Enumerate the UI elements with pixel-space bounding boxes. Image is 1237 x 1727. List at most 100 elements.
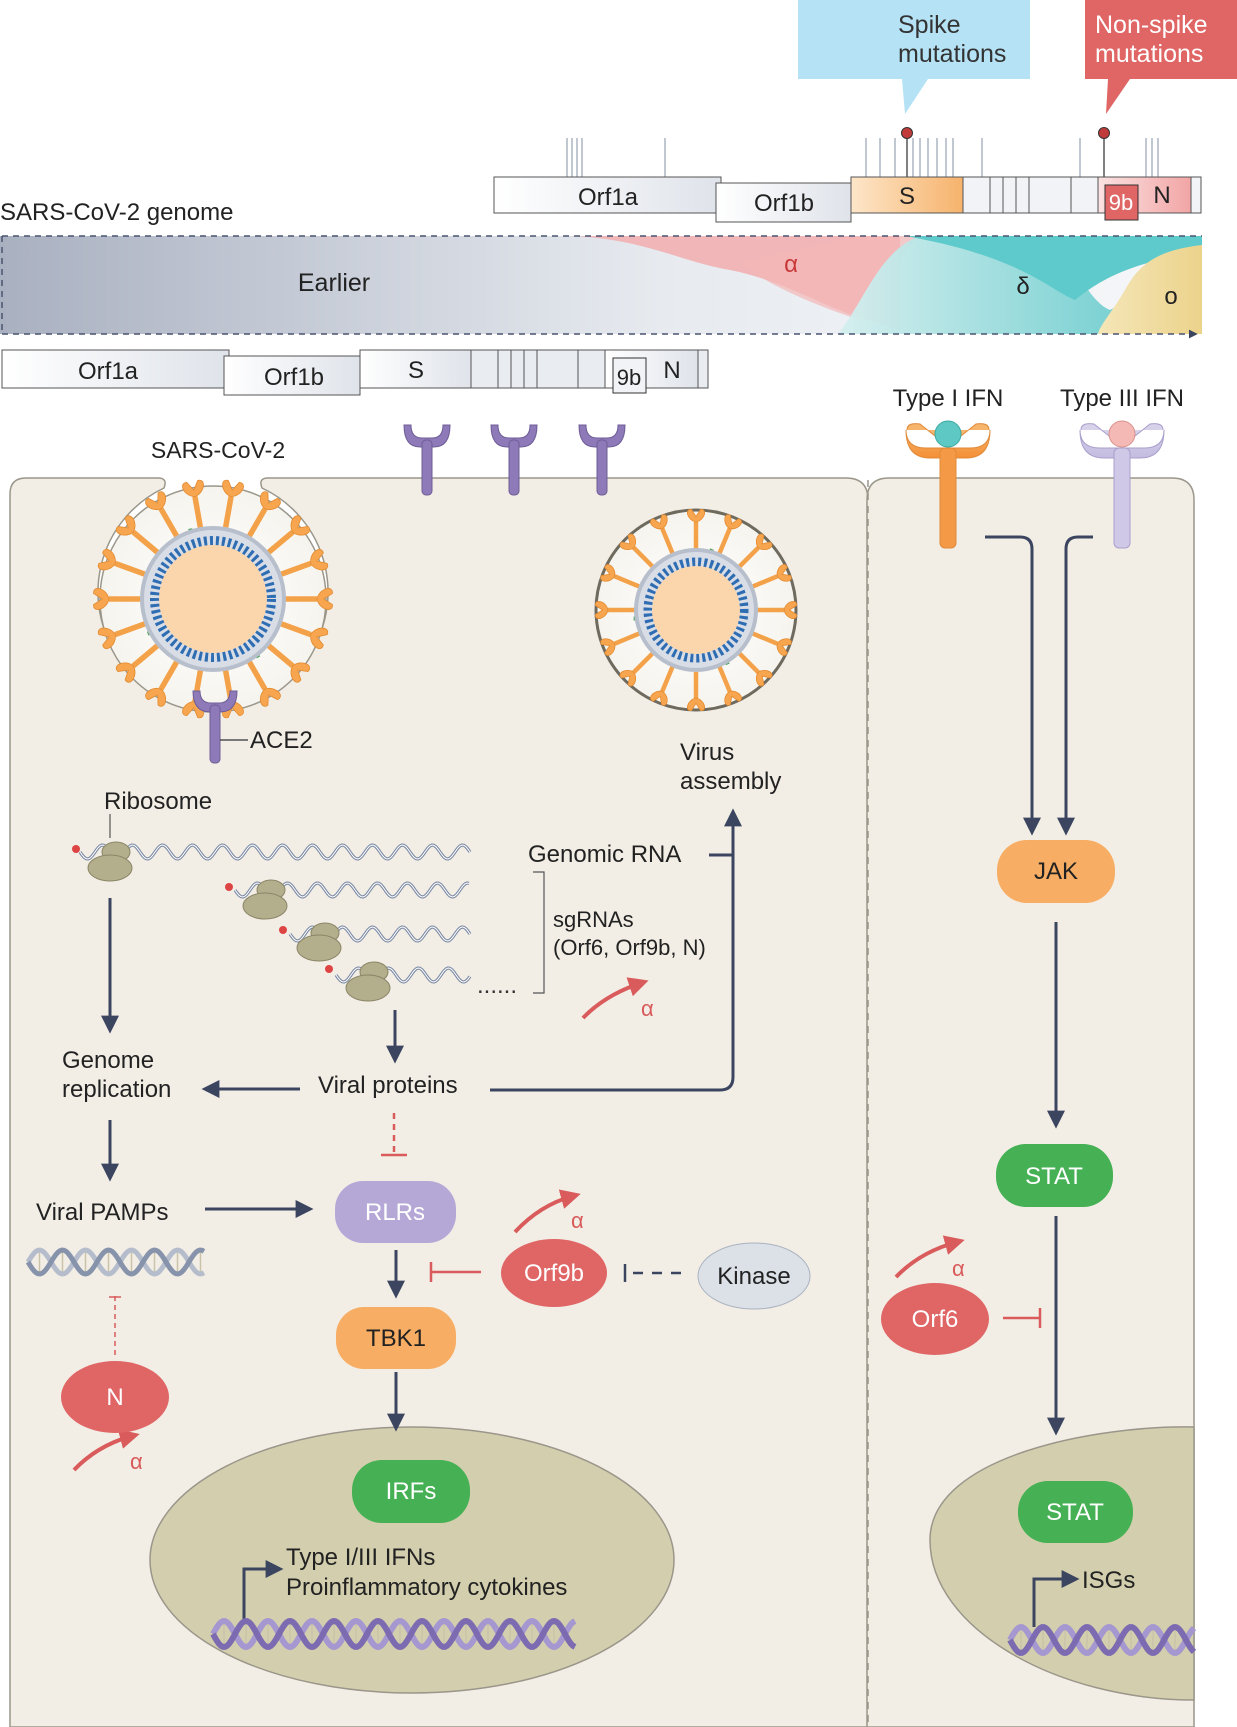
type3-ifn-label: Type III IFN [1060,385,1184,412]
tbk1-node: TBK1 [336,1307,456,1369]
receptor-3 [578,424,626,496]
nonspike-callout-line1: Non-spike [1095,11,1208,39]
orf9b-label: Orf9b [524,1260,584,1287]
irfs-label: IRFs [386,1478,437,1505]
virus-assembled: Virus assembly [594,508,798,795]
orf6-alpha-label: α [952,1256,965,1281]
surface-receptors [403,424,626,496]
type1-ifn-to-jak-arrow [985,535,1041,836]
genome-replication-line2: replication [62,1076,171,1103]
delta-lineage-band [838,236,1202,334]
omicron-lineage-band [1098,245,1202,334]
sgrna-alpha-label: α [641,996,654,1021]
genomic-rna-label: Genomic RNA [528,841,681,868]
stat-label-nucleus: STAT [1046,1499,1104,1526]
rna-translation: Ribosome ...... Genomic RNA sgRNAs (Orf6… [72,788,706,1002]
pamp-rna-helix [25,1247,206,1277]
orf9b-alpha-label: α [571,1208,584,1233]
type3-ifn-to-jak-arrow [1057,535,1093,836]
jak-label: JAK [1034,858,1078,885]
bottom-orf1a-label: Orf1a [78,358,139,385]
bottom-orf1b-label: Orf1b [264,364,324,391]
bottom-orf1a-box [1,349,230,389]
nucleus-text-line2: Proinflammatory cytokines [286,1574,567,1601]
nonspike-mutations-callout: Non-spike mutations [1085,0,1237,114]
kinase-orf9b-link [623,1264,681,1282]
top-orf1a-label: Orf1a [578,184,639,211]
bystander-cell [866,477,1195,1727]
type1-ifn-receptor: Type I IFN [893,385,1004,549]
tbk1-label: TBK1 [366,1325,426,1352]
proteins-to-assembly-arrow [490,855,735,1092]
n-alpha-label: α [130,1449,143,1474]
kinase-label: Kinase [717,1263,790,1290]
ribosomes [72,841,391,1002]
orf9b-alpha-arrow [513,1189,581,1234]
bottom-orf1b-box [223,355,361,396]
bottom-n-label: N [663,357,680,384]
top-9b-label: 9b [1109,190,1133,215]
bottom-9b-label: 9b [617,365,641,390]
type3-ifn-receptor: Type III IFN [1060,385,1184,549]
genome-replication-line1: Genome [62,1047,154,1074]
bottom-s-label: S [408,357,424,384]
receptor-2 [490,424,538,496]
bottom-9b-box [612,357,647,394]
isgs-label: ISGs [1082,1567,1135,1594]
irfs-node: IRFs [352,1460,470,1523]
delta-label: δ [1016,273,1029,300]
n-protein-node: N [61,1361,169,1433]
orf9b-node: Orf9b [501,1239,607,1307]
mutation-ticks [566,138,1159,177]
nonspike-callout-line2: mutations [1095,40,1203,68]
sars-cov2-label: SARS-CoV-2 [151,437,285,463]
variant-lineage-band: Earlier α δ o [0,235,1202,339]
assembled-virus-spikes [594,508,798,712]
stat-node-cytoplasm: STAT [996,1144,1113,1207]
virus-entering: SARS-CoV-2 ACE2 [93,437,333,764]
omicron-label: o [1164,283,1177,310]
infected-nucleus-dna [210,1618,577,1650]
ace2-receptor [192,690,238,764]
rlrs-node: RLRs [335,1181,456,1243]
inhibition-marks [109,1113,1042,1355]
receptor-1 [403,424,451,496]
n-alpha-arrow [72,1429,140,1472]
top-orf1b-label: Orf1b [754,190,814,217]
stat-label-cytoplasm: STAT [1025,1163,1083,1190]
sgrnas-line1: sgRNAs [553,907,634,932]
infected-nucleus-transcription: Type I/III IFNs Proinflammatory cytokine… [210,1544,577,1650]
top-s-label: S [899,183,915,210]
orf6-node: Orf6 [881,1283,989,1355]
stat-node-nucleus: STAT [1018,1481,1133,1543]
rlrs-label: RLRs [365,1199,425,1226]
viral-proteins-label: Viral proteins [318,1072,458,1099]
nucleus-text-line1: Type I/III IFNs [286,1544,435,1571]
top-genome-map: Orf1a Orf1b S 9b N [493,176,1202,223]
mutation-pins [901,127,1110,177]
alpha-label: α [784,251,798,278]
bystander-nucleus-dna [1007,1624,1197,1656]
ribosome-label: Ribosome [104,788,212,815]
spike-callout-line2: mutations [898,40,1006,68]
top-9b-box [1104,184,1139,221]
bottom-genome-map: Orf1a Orf1b S 9b N [1,349,709,396]
jak-node: JAK [997,840,1115,903]
kinase-node: Kinase [697,1242,811,1310]
spike-mutations-callout: Spike mutations [798,0,1030,114]
n-protein-label: N [106,1384,123,1411]
virus-assembly-line1: Virus [680,739,734,766]
type1-ifn-label: Type I IFN [893,385,1004,412]
earlier-label: Earlier [298,269,370,297]
top-s-box [850,176,964,214]
spike-callout-line1: Spike [898,11,961,39]
rna-ellipsis: ...... [477,972,517,999]
alpha-increase-arrows: α α α α [72,977,965,1474]
top-n-label: N [1153,182,1170,209]
orf6-label: Orf6 [912,1306,959,1333]
bottom-s-box [359,349,472,389]
virus-assembly-line2: assembly [680,768,781,795]
sgrna-bracket [533,871,545,994]
orf6-alpha-arrow [894,1235,965,1279]
